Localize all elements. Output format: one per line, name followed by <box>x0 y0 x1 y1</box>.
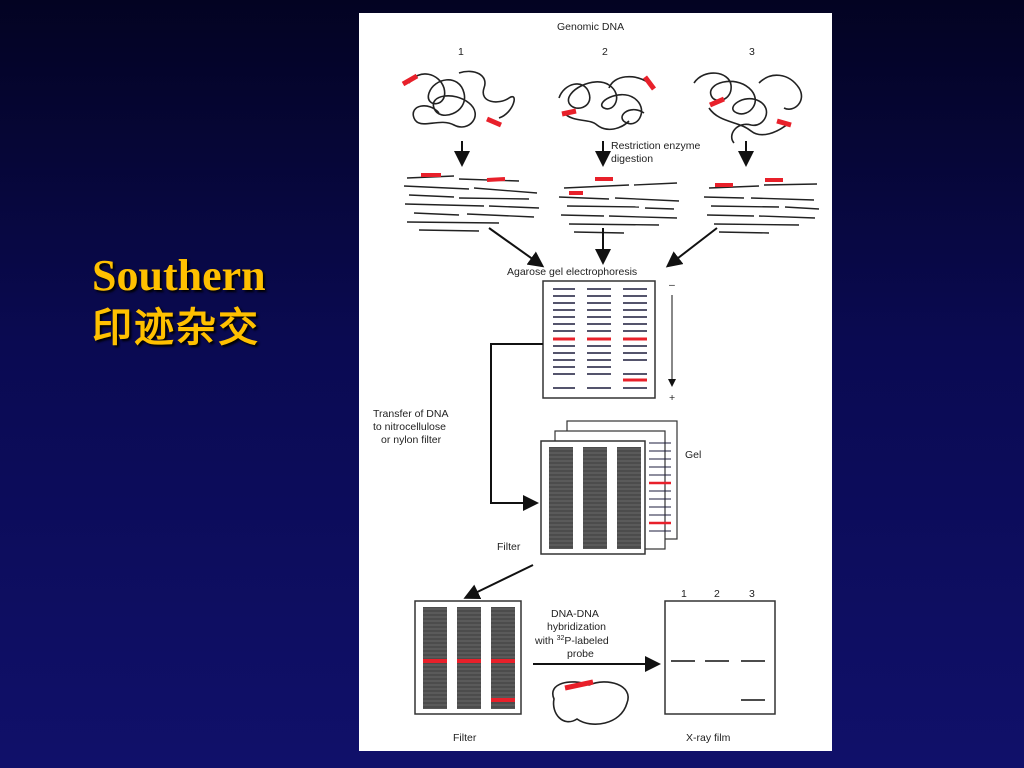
sample-3-label: 3 <box>749 46 755 58</box>
agarose-gel-label: Agarose gel electrophoresis <box>507 266 637 278</box>
arrow-to-gel-1 <box>488 227 545 268</box>
probe-target-1b <box>486 116 502 128</box>
hyb-label-4: probe <box>567 648 594 660</box>
slide-title-english: Southern <box>92 251 266 300</box>
filter-label: Filter <box>497 541 521 553</box>
transfer-label-2: to nitrocellulose <box>373 421 446 433</box>
hybridized-filter <box>414 600 522 715</box>
gel-plus-sign: + <box>669 392 675 404</box>
probe-dna-loop <box>551 681 629 725</box>
labeled-probe <box>564 679 594 691</box>
arrow-to-hybridization <box>463 564 534 599</box>
filter-sheet <box>540 440 646 555</box>
gel-bands <box>553 288 647 389</box>
hyb-label-2: hybridization <box>547 621 606 633</box>
dna-tangle-1 <box>408 70 515 128</box>
filter-bottom-label: Filter <box>453 732 477 744</box>
hybridized-bands <box>423 659 515 702</box>
dna-fragments-3 <box>703 183 820 234</box>
probe-target-3b <box>776 118 792 128</box>
agarose-gel <box>542 280 656 399</box>
probe-target-3a <box>709 96 725 108</box>
restriction-enzyme-label: Restriction enzyme <box>611 140 700 152</box>
transfer-label-3: or nylon filter <box>381 434 442 446</box>
probe-target-2b <box>561 108 577 117</box>
digestion-label: digestion <box>611 153 653 165</box>
film-lane-2-label: 2 <box>714 588 720 600</box>
film-lane-1-label: 1 <box>681 588 687 600</box>
gel-minus-sign: – <box>669 279 675 291</box>
slide-title: Southern 印迹杂交 <box>92 250 266 354</box>
gel-label: Gel <box>685 449 701 461</box>
arrow-to-gel-3 <box>665 227 718 268</box>
dna-fragments-1 <box>403 175 540 232</box>
fragment-probe-1b <box>486 177 506 182</box>
genomic-dna-label: Genomic DNA <box>557 21 624 33</box>
probe-target-2a <box>643 75 656 91</box>
film-lane-3-label: 3 <box>749 588 755 600</box>
hyb-label-3: with 32P-labeled <box>534 635 609 647</box>
dna-tangle-2 <box>558 75 650 131</box>
film-bands <box>671 660 765 701</box>
xray-film-label: X-ray film <box>686 732 731 744</box>
sample-1-label: 1 <box>458 46 464 58</box>
diagram-svg: Genomic DNA 1 2 3 Restriction enzyme dig… <box>373 21 820 744</box>
xray-film <box>664 600 776 715</box>
transfer-arrow <box>490 343 543 511</box>
southern-blot-diagram: Genomic DNA 1 2 3 Restriction enzyme dig… <box>359 13 832 751</box>
dna-fragments-2 <box>558 182 680 234</box>
dna-tangle-3 <box>693 72 803 144</box>
gel-probe-bands <box>553 337 647 382</box>
hyb-label-1: DNA-DNA <box>551 608 599 620</box>
sample-2-label: 2 <box>602 46 608 58</box>
probe-target-1a <box>401 73 419 87</box>
slide-title-chinese: 印迹杂交 <box>92 305 260 351</box>
transfer-label-1: Transfer of DNA <box>373 408 448 420</box>
